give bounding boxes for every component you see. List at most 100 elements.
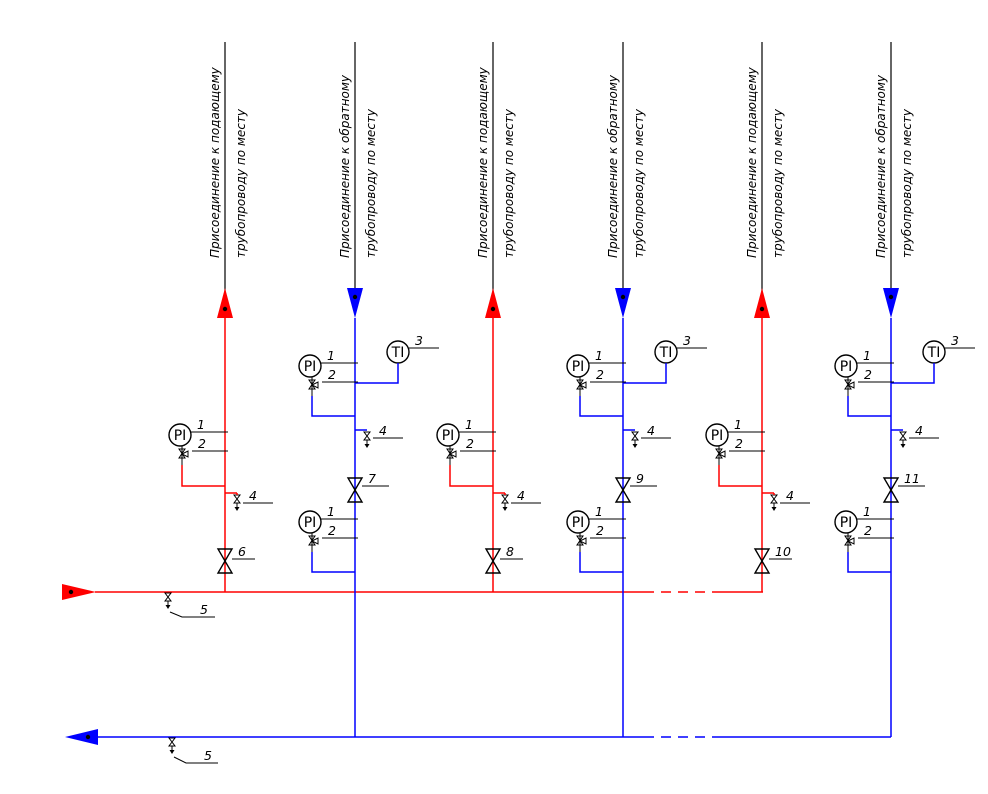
connection-caption: трубопроводу по месту <box>364 108 378 258</box>
three-way-valve-side <box>578 537 587 545</box>
branch-5: Присоединение к подающему трубопроводу по… <box>705 42 810 592</box>
gate-valve-icon <box>614 477 632 503</box>
gauge-tag: 1 <box>863 348 871 363</box>
connection-caption: трубопроводу по месту <box>771 108 785 258</box>
valve-tag: 6 <box>238 544 246 559</box>
thermometer-tag: 3 <box>415 333 423 348</box>
three-way-valve-side <box>310 381 319 389</box>
gate-valve-icon <box>753 548 771 574</box>
drain-valve-shape <box>770 494 778 504</box>
connection-caption: трубопроводу по месту <box>900 108 914 258</box>
flow-arrow-up-icon <box>485 288 501 318</box>
gate-valve-shape <box>216 548 234 574</box>
connection-caption: Присоединение к подающему <box>476 66 490 258</box>
drain-tag: 4 <box>786 488 794 503</box>
thermometer-connection-pipe <box>623 363 667 384</box>
instrument-circle <box>566 510 590 534</box>
gauge-tag: 1 <box>734 417 742 432</box>
gauge-connection-pipe <box>579 396 623 417</box>
three-way-valve-side <box>717 450 726 458</box>
thermometer-tag: 3 <box>951 333 959 348</box>
gauge-tag: 1 <box>197 417 205 432</box>
three-way-valve-side <box>180 450 189 458</box>
connection-caption: Присоединение к подающему <box>745 66 759 258</box>
connection-caption: Присоединение к подающему <box>208 66 222 258</box>
instrument-label: TI <box>927 345 941 361</box>
gauge-connection-pipe <box>181 465 225 487</box>
thermometer-connection-pipe <box>891 363 935 384</box>
drain-valve-shape <box>899 431 907 441</box>
instrument-label: TI <box>659 345 673 361</box>
gauge-tag: 1 <box>327 348 335 363</box>
drain-tag: 4 <box>249 488 257 503</box>
gate-valve-shape <box>882 477 900 503</box>
gauge-valve-tag: 2 <box>328 523 336 538</box>
drain-valve-icon <box>631 431 639 448</box>
flow-dot <box>759 306 765 312</box>
pressure-gauge-icon: PI <box>436 423 460 447</box>
three-way-valve-side <box>846 537 855 545</box>
pressure-gauge-icon: PI <box>298 354 322 378</box>
thermometer-tag: 3 <box>683 333 691 348</box>
gauge-valve-tag: 2 <box>864 367 872 382</box>
gate-valve-icon <box>216 548 234 574</box>
thermometer-icon: TI <box>386 340 410 364</box>
gauge-tag: 1 <box>863 504 871 519</box>
gate-valve-shape <box>614 477 632 503</box>
instrument-circle <box>705 423 729 447</box>
connection-caption: трубопроводу по месту <box>502 108 516 258</box>
flow-arrow-down-icon <box>883 288 899 318</box>
drain-arrow <box>632 444 638 448</box>
drain-valve-icon <box>501 494 509 511</box>
gauge-connection-pipe <box>579 552 623 573</box>
drain-tag: 4 <box>517 488 525 503</box>
pressure-gauge-icon: PI <box>705 423 729 447</box>
header-drain-tag: 5 <box>200 602 208 617</box>
instrument-label: PI <box>304 515 317 531</box>
valve-tag: 8 <box>506 544 514 559</box>
drain-valve-shape <box>363 431 371 441</box>
flow-dot <box>68 589 74 595</box>
instrument-label: PI <box>572 359 585 375</box>
flow-dot <box>222 306 228 312</box>
drain-valve-shape <box>168 737 176 747</box>
drain-tag: 4 <box>647 423 655 438</box>
drain-arrow <box>165 605 171 609</box>
thermometer-icon: TI <box>654 340 678 364</box>
gate-valve-shape <box>753 548 771 574</box>
instrument-circle <box>298 354 322 378</box>
drain-arrow <box>771 507 777 511</box>
header-drain-tag: 5 <box>204 748 212 763</box>
branch-3: Присоединение к подающему трубопроводу по… <box>436 42 541 592</box>
return-outlet-arrow-icon <box>65 729 98 745</box>
drain-valve-shape <box>631 431 639 441</box>
flow-arrow-up-icon <box>217 288 233 318</box>
instrument-circle <box>298 510 322 534</box>
three-way-valve-side <box>846 381 855 389</box>
supply-inlet-arrow-icon <box>62 584 96 600</box>
flow-arrow-down-icon <box>347 288 363 318</box>
pressure-gauge-icon: PI <box>298 510 322 534</box>
three-way-valve-side <box>310 537 319 545</box>
drain-arrow <box>169 750 175 754</box>
thermometer-icon: TI <box>922 340 946 364</box>
pressure-gauge-icon: PI <box>566 354 590 378</box>
connection-caption: Присоединение к обратному <box>606 74 620 258</box>
gauge-connection-pipe <box>311 552 355 573</box>
drain-tag: 4 <box>915 423 923 438</box>
gauge-connection-pipe <box>449 465 493 487</box>
instrument-label: PI <box>840 515 853 531</box>
instrument-label: PI <box>840 359 853 375</box>
flow-dot <box>85 734 91 740</box>
three-way-valve-side <box>578 381 587 389</box>
gauge-tag: 1 <box>465 417 473 432</box>
valve-tag: 7 <box>368 471 376 486</box>
drain-valve-shape <box>501 494 509 504</box>
